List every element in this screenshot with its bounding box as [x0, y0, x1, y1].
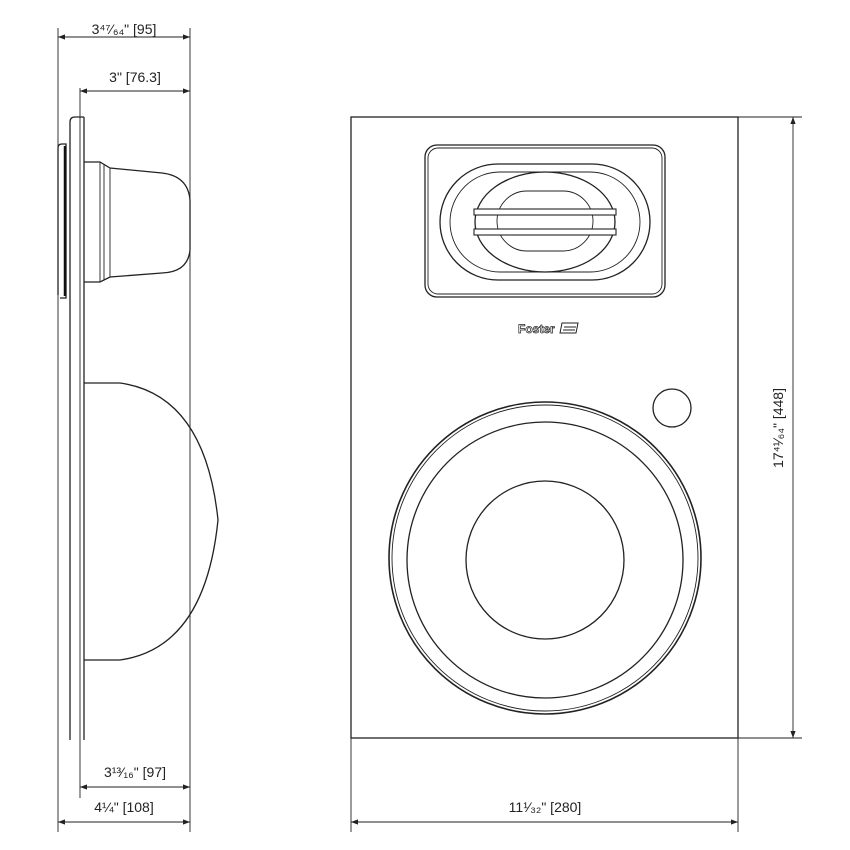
dim-top-inner-label: 3" [76.3]	[109, 69, 161, 85]
tweeter-bar	[473, 208, 617, 216]
tweeter-plate	[424, 144, 666, 298]
tweeter-waveguide	[439, 163, 651, 281]
side-view: 3⁴⁷⁄₆₄" [95] 3" [76.3] 3¹³⁄₁₆" [97] 4¼" …	[57, 21, 219, 832]
dim-width-label: 11¹⁄₃₂" [280]	[509, 799, 582, 815]
dim-bottom-inner-label: 3¹³⁄₁₆" [97]	[104, 764, 166, 780]
port-bump	[652, 388, 692, 428]
front-grille-edge	[57, 143, 67, 299]
tweeter-dome	[474, 171, 616, 273]
front-view: Foster 17⁴¹⁄₆₄" [448] 11¹⁄₃₂" [280]	[350, 116, 802, 832]
woofer-profile	[84, 382, 219, 661]
woofer-surround	[406, 421, 684, 699]
woofer-dust-cap	[465, 480, 625, 640]
foster-logo: Foster	[518, 322, 555, 336]
cabinet-front	[350, 116, 739, 739]
tweeter-bar	[473, 228, 617, 236]
dim-height-label: 17⁴¹⁄₆₄" [448]	[770, 388, 786, 468]
dim-top-outer-label: 3⁴⁷⁄₆₄" [95]	[92, 21, 157, 37]
tweeter-horn-profile	[84, 161, 191, 283]
dim-bottom-outer-label: 4¼" [108]	[94, 799, 153, 815]
front-baffle	[69, 116, 84, 740]
logo-mark-icon	[559, 322, 579, 334]
woofer-frame	[388, 401, 702, 715]
